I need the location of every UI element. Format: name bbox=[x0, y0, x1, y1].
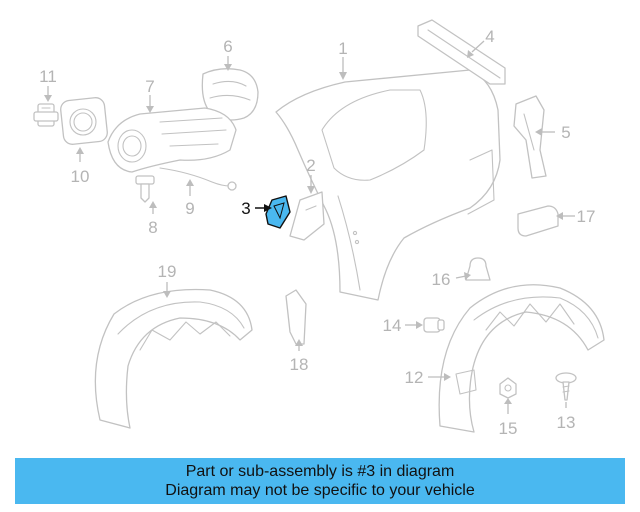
info-banner: Part or sub-assembly is #3 in diagram Di… bbox=[15, 458, 625, 504]
part-8-clip[interactable] bbox=[135, 175, 155, 203]
part-5-pillar-bracket[interactable] bbox=[513, 95, 547, 179]
callout-14: 14 bbox=[383, 316, 423, 335]
svg-text:1: 1 bbox=[338, 39, 347, 58]
callout-15: 15 bbox=[499, 398, 518, 438]
part-17-lamp[interactable] bbox=[517, 205, 559, 237]
svg-text:14: 14 bbox=[383, 316, 402, 335]
callout-9: 9 bbox=[185, 179, 195, 218]
part-2-bracket[interactable] bbox=[289, 191, 325, 241]
part-19-fender-liner[interactable] bbox=[94, 288, 253, 429]
part-15-nut[interactable] bbox=[499, 377, 517, 399]
svg-text:19: 19 bbox=[158, 262, 177, 281]
part-1-quarter-panel[interactable] bbox=[275, 69, 501, 301]
callout-6: 6 bbox=[223, 37, 233, 71]
part-12-wheelhouse-liner[interactable] bbox=[438, 284, 605, 433]
part-7-filler-housing[interactable] bbox=[107, 107, 237, 173]
banner-line-1: Part or sub-assembly is #3 in diagram bbox=[185, 463, 455, 480]
svg-text:4: 4 bbox=[485, 27, 494, 46]
callout-11: 11 bbox=[39, 67, 57, 102]
svg-text:10: 10 bbox=[71, 167, 90, 186]
part-4-roof-molding[interactable] bbox=[417, 19, 506, 85]
svg-text:5: 5 bbox=[561, 123, 570, 142]
svg-text:13: 13 bbox=[557, 413, 576, 432]
part-10-fuel-door-housing[interactable] bbox=[60, 97, 108, 145]
callout-16: 16 bbox=[432, 270, 471, 289]
callout-13: 13 bbox=[557, 402, 576, 432]
svg-text:17: 17 bbox=[577, 207, 596, 226]
callout-3: 3 bbox=[241, 199, 272, 218]
svg-text:12: 12 bbox=[405, 368, 424, 387]
part-6-fuel-door[interactable] bbox=[201, 68, 259, 121]
parts-diagram: 1 2 3 4 5 6 7 8 9 10 bbox=[33, 19, 605, 438]
part-14-grommet[interactable] bbox=[423, 317, 445, 333]
part-13-screw[interactable] bbox=[555, 372, 577, 401]
callout-18: 18 bbox=[290, 339, 309, 374]
banner-line-2: Diagram may not be specific to your vehi… bbox=[165, 482, 475, 499]
svg-text:7: 7 bbox=[145, 77, 154, 96]
part-16-stopper[interactable] bbox=[465, 257, 491, 281]
svg-text:3: 3 bbox=[241, 199, 250, 218]
part-18-trim[interactable] bbox=[285, 289, 307, 345]
callout-19: 19 bbox=[158, 262, 177, 298]
callout-5: 5 bbox=[535, 123, 571, 142]
callout-7: 7 bbox=[145, 77, 155, 113]
svg-text:15: 15 bbox=[499, 419, 518, 438]
svg-text:16: 16 bbox=[432, 270, 451, 289]
svg-text:11: 11 bbox=[39, 67, 57, 86]
callout-17: 17 bbox=[556, 207, 595, 226]
part-9-release-cable[interactable] bbox=[159, 167, 237, 191]
callout-1: 1 bbox=[338, 39, 348, 80]
svg-text:18: 18 bbox=[290, 355, 309, 374]
svg-text:8: 8 bbox=[148, 218, 157, 237]
callout-4: 4 bbox=[467, 27, 495, 58]
callout-8: 8 bbox=[148, 201, 158, 237]
svg-text:2: 2 bbox=[306, 156, 315, 175]
callout-10: 10 bbox=[71, 147, 90, 186]
part-11-connector[interactable] bbox=[33, 103, 59, 127]
part-3-highlighted[interactable] bbox=[265, 195, 291, 229]
svg-text:6: 6 bbox=[223, 37, 232, 56]
callout-2: 2 bbox=[306, 156, 316, 194]
callout-12: 12 bbox=[405, 368, 451, 387]
svg-text:9: 9 bbox=[185, 199, 194, 218]
